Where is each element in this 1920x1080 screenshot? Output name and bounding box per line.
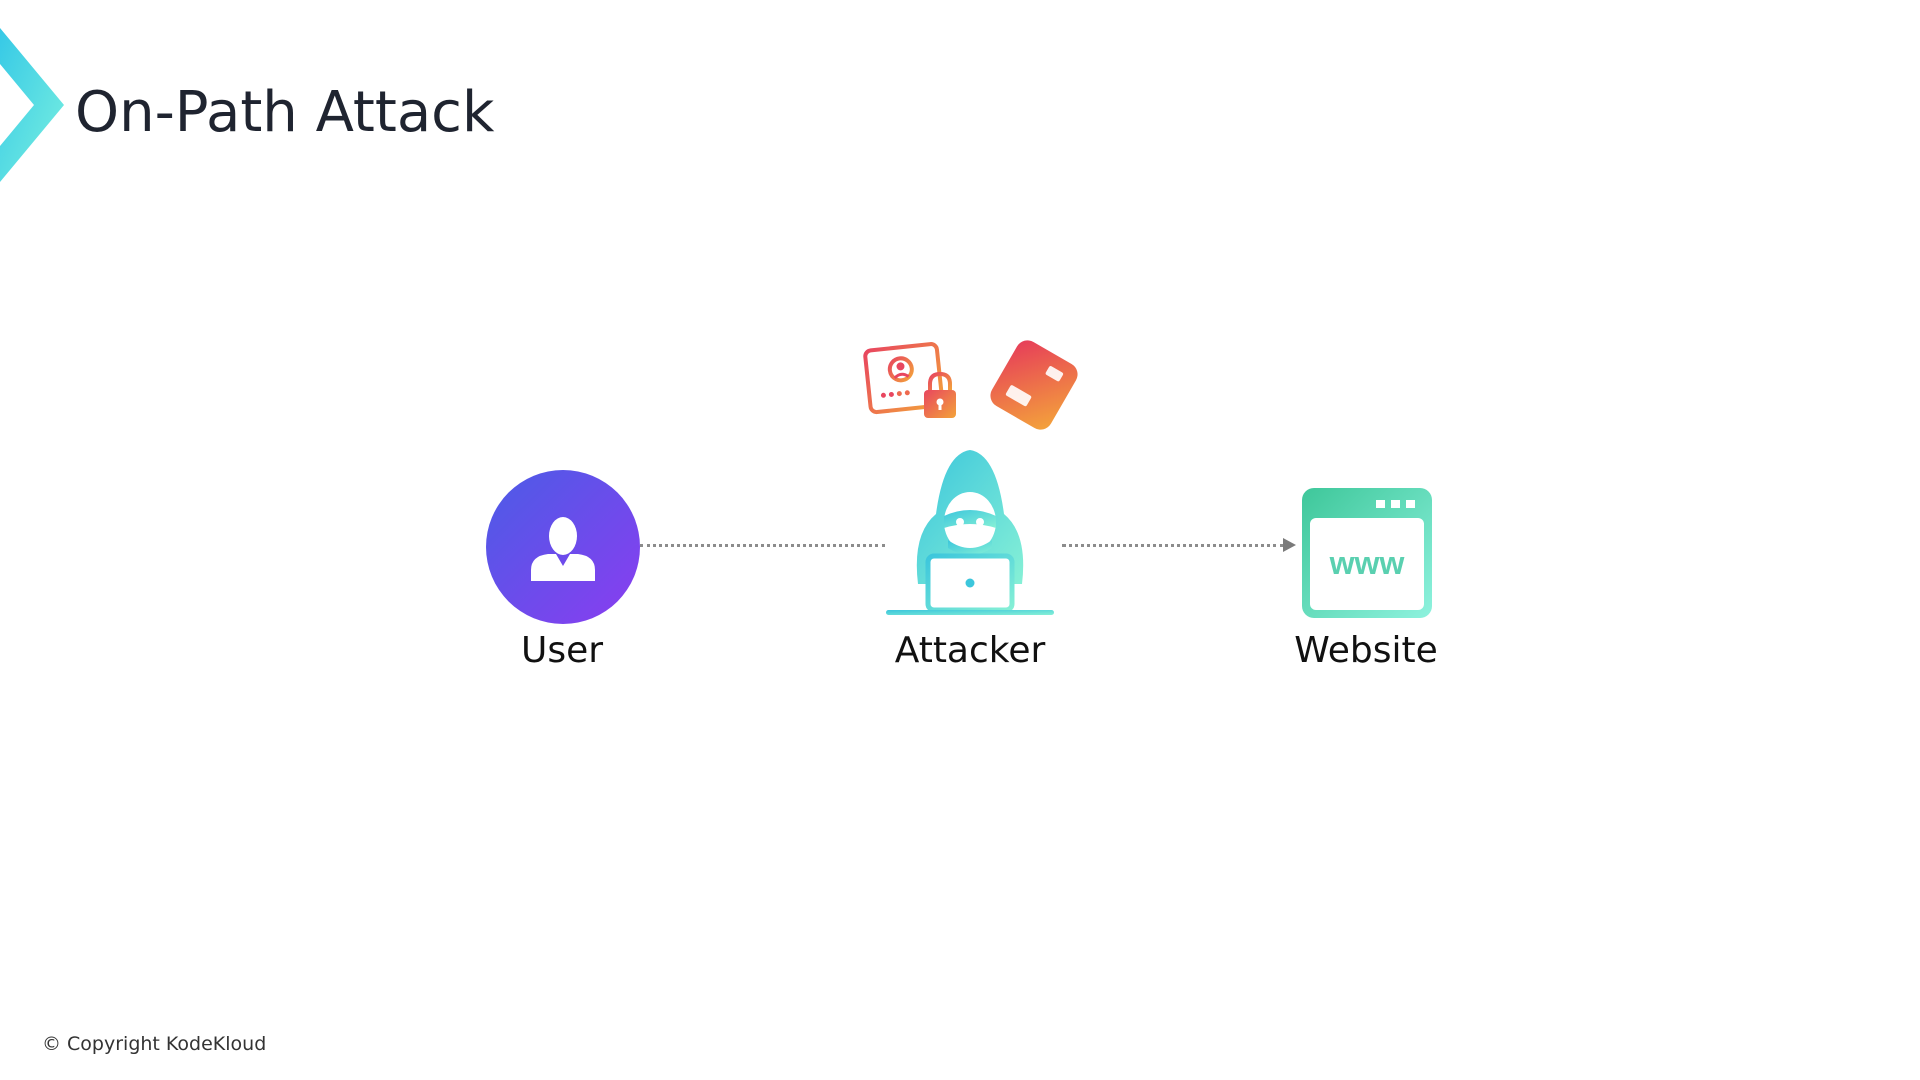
arrowhead-icon [1283,538,1296,552]
connector-attacker-website [1062,544,1284,547]
user-icon [486,470,640,624]
slide-title: On-Path Attack [75,80,495,145]
tag-card-icon [990,340,1078,430]
browser-www-icon: www [1302,488,1432,618]
copyright-notice: © Copyright KodeKloud [42,1033,267,1055]
node-label-user: User [520,630,604,671]
hacker-laptop-icon [886,450,1054,615]
chevron-logo-icon [0,28,64,182]
connector-user-attacker [640,544,885,547]
node-label-attacker: Attacker [894,630,1046,671]
node-label-website: Website [1294,630,1438,671]
www-text: www [1329,545,1405,581]
credentials-lock-icon [863,342,956,418]
